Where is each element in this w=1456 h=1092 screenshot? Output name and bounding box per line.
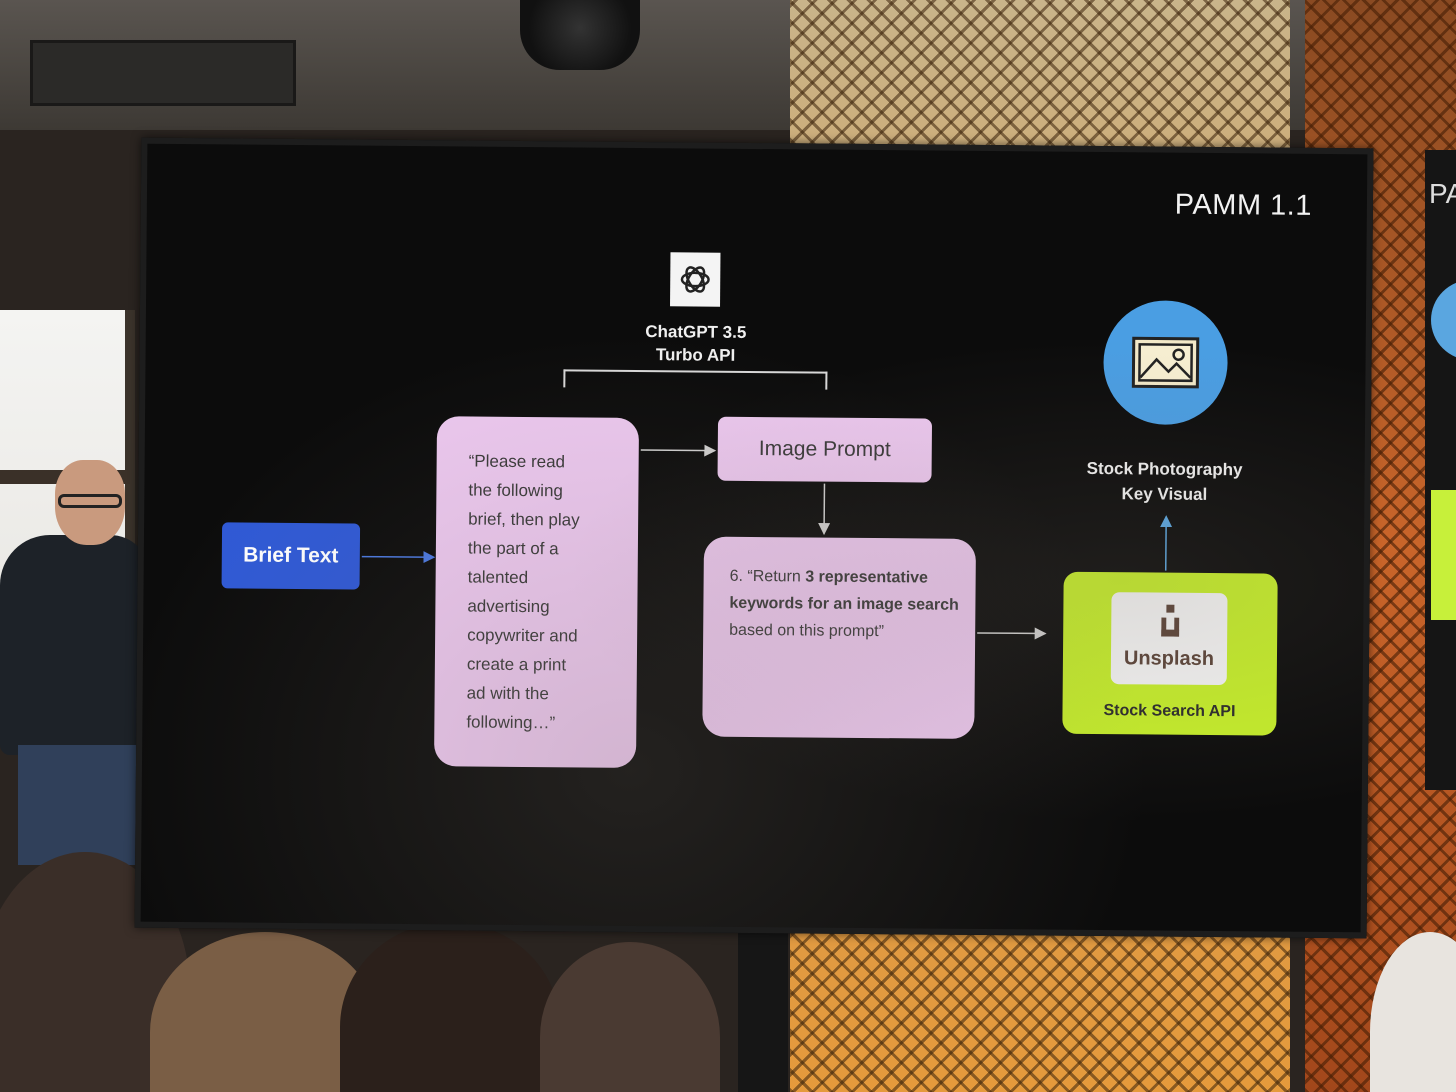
image-icon — [1131, 336, 1200, 389]
unsplash-box: Unsplash Stock Search API — [1062, 571, 1278, 736]
openai-knot-icon — [680, 266, 710, 293]
side-screen-title: PA — [1429, 178, 1456, 209]
side-screen-box — [1431, 490, 1456, 620]
flow-arrows — [361, 444, 1173, 640]
presenter-glasses — [58, 494, 122, 508]
ceiling-light — [520, 0, 640, 70]
unsplash-mark-icon — [1161, 604, 1180, 637]
ceiling-duct — [30, 40, 296, 106]
audience-head — [340, 922, 560, 1092]
presenter-hoodie — [0, 535, 150, 755]
output-circle — [1103, 300, 1229, 426]
tv-stand — [738, 930, 788, 1092]
side-screen: PA — [1425, 150, 1456, 790]
tv-screen: PAMM 1.1 ChatGPT 3.5 Turbo API Brief Tex… — [134, 137, 1374, 939]
unsplash-logo: Unsplash — [1110, 592, 1228, 686]
arrow-keywords-to-unsplash — [977, 627, 1047, 640]
arrow-brief-to-prompt — [361, 551, 436, 564]
presenter-head — [55, 460, 125, 545]
arrow-prompt-to-image-prompt — [640, 444, 717, 457]
audience-head — [1370, 932, 1456, 1092]
presenter — [0, 460, 150, 865]
audience-head — [540, 942, 720, 1092]
presenter-jeans — [18, 745, 138, 865]
openai-logo-icon — [670, 252, 721, 307]
side-screen-circle — [1431, 280, 1456, 360]
